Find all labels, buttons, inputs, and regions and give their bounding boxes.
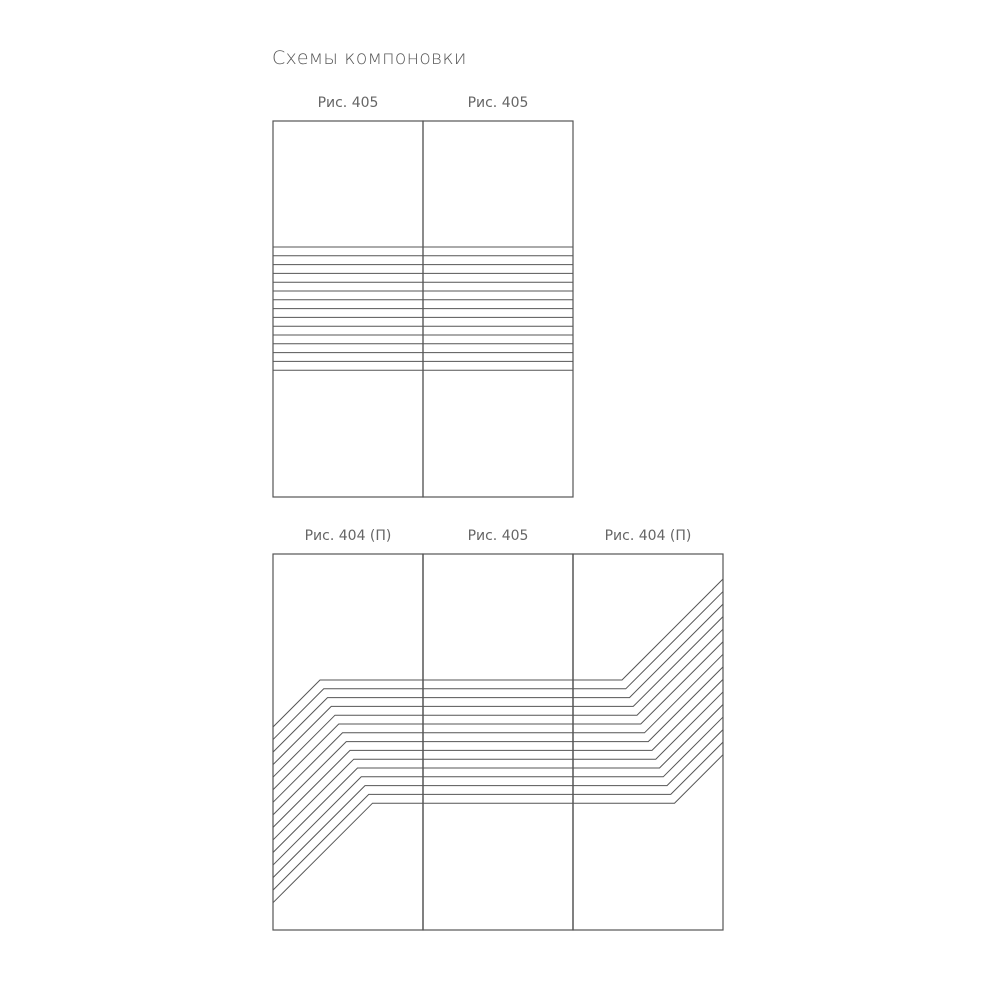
scheme2-stripe-5 bbox=[272, 628, 724, 778]
scheme2-stripe-11 bbox=[272, 704, 724, 853]
scheme-3-panels bbox=[272, 553, 724, 931]
scheme1-panel1-caption: Рис. 405 bbox=[317, 95, 379, 111]
scheme2-stripe-2 bbox=[272, 591, 724, 740]
scheme2-stripe-14 bbox=[272, 741, 724, 891]
scheme2-stripe-3 bbox=[272, 603, 724, 753]
scheme2-stripe-13 bbox=[272, 729, 724, 878]
scheme2-panel2-caption: Рис. 405 bbox=[467, 528, 529, 544]
scheme-2-panels bbox=[272, 120, 574, 498]
scheme2-stripe-15 bbox=[272, 754, 724, 904]
scheme2-stripe-12 bbox=[272, 716, 724, 866]
scheme2-stripe-9 bbox=[272, 679, 724, 828]
scheme2-panel1-caption: Рис. 404 (П) bbox=[304, 528, 392, 544]
scheme2-stripe-10 bbox=[272, 691, 724, 841]
scheme2-stripe-7 bbox=[272, 653, 724, 803]
page-title: Схемы компоновки bbox=[272, 47, 467, 69]
scheme2-stripe-4 bbox=[272, 616, 724, 766]
scheme2-stripe-8 bbox=[272, 666, 724, 816]
scheme2-stripe-6 bbox=[272, 641, 724, 791]
scheme1-panel2-caption: Рис. 405 bbox=[467, 95, 529, 111]
scheme2-stripe-1 bbox=[272, 578, 724, 728]
scheme2-panel3-caption: Рис. 404 (П) bbox=[604, 528, 692, 544]
